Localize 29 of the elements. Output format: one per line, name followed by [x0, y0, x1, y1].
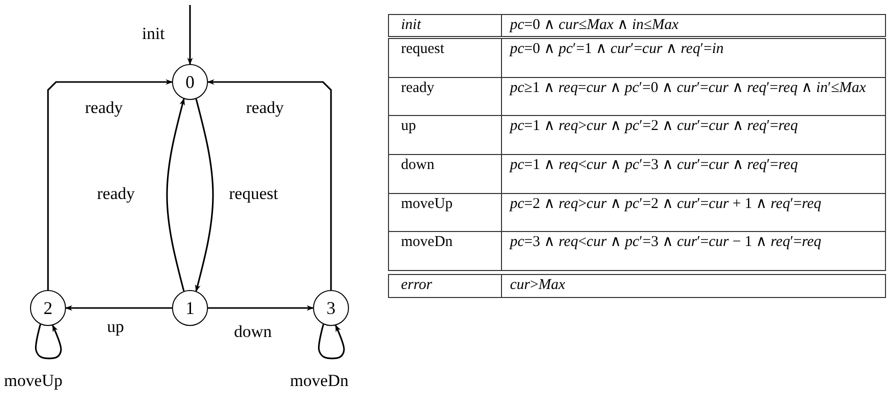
action-name-cell: error: [388, 274, 502, 298]
arrow: [187, 5, 193, 65]
arrow: [166, 98, 185, 292]
formula-cell: pc=1 ∧ req>cur ∧ pc′=2 ∧ cur′=cur ∧ req′=req: [501, 115, 886, 155]
formula-cell: cur>Max: [501, 274, 886, 298]
edge-label: ready: [95, 185, 137, 204]
formula-cell: pc=0 ∧ cur≤Max ∧ in≤Max: [501, 14, 886, 37]
formula-cell: pc=3 ∧ req<cur ∧ pc′=3 ∧ cur′=cur − 1 ∧ req′=req: [501, 231, 886, 271]
action-name-cell: up: [388, 115, 502, 155]
edge-label: ready: [244, 99, 286, 118]
formula-cell: pc=0 ∧ pc′=1 ∧ cur′=cur ∧ req′=in: [501, 38, 886, 78]
state-circle: 3: [313, 290, 349, 326]
arrow: [195, 98, 214, 292]
action-name-cell: moveDn: [388, 231, 502, 271]
self-loop-arrow: [35, 324, 62, 360]
formula-cell: pc≥1 ∧ req=cur ∧ pc′=0 ∧ cur′=cur ∧ req′=req ∧ in′≤Max: [501, 77, 886, 116]
arrow: [208, 305, 314, 311]
state-circle: 1: [172, 290, 208, 326]
arrow: [47, 79, 173, 290]
self-loop-arrow: [318, 324, 345, 360]
action-name-cell: request: [388, 38, 502, 78]
edge-label: ready: [83, 99, 125, 118]
action-name-cell: init: [388, 14, 502, 37]
arrow: [65, 305, 172, 311]
arrow: [207, 79, 332, 290]
edge-label: moveUp: [2, 372, 65, 391]
action-name-cell: ready: [388, 77, 502, 116]
state-circle: 0: [172, 64, 208, 100]
state-circle: 2: [30, 290, 66, 326]
